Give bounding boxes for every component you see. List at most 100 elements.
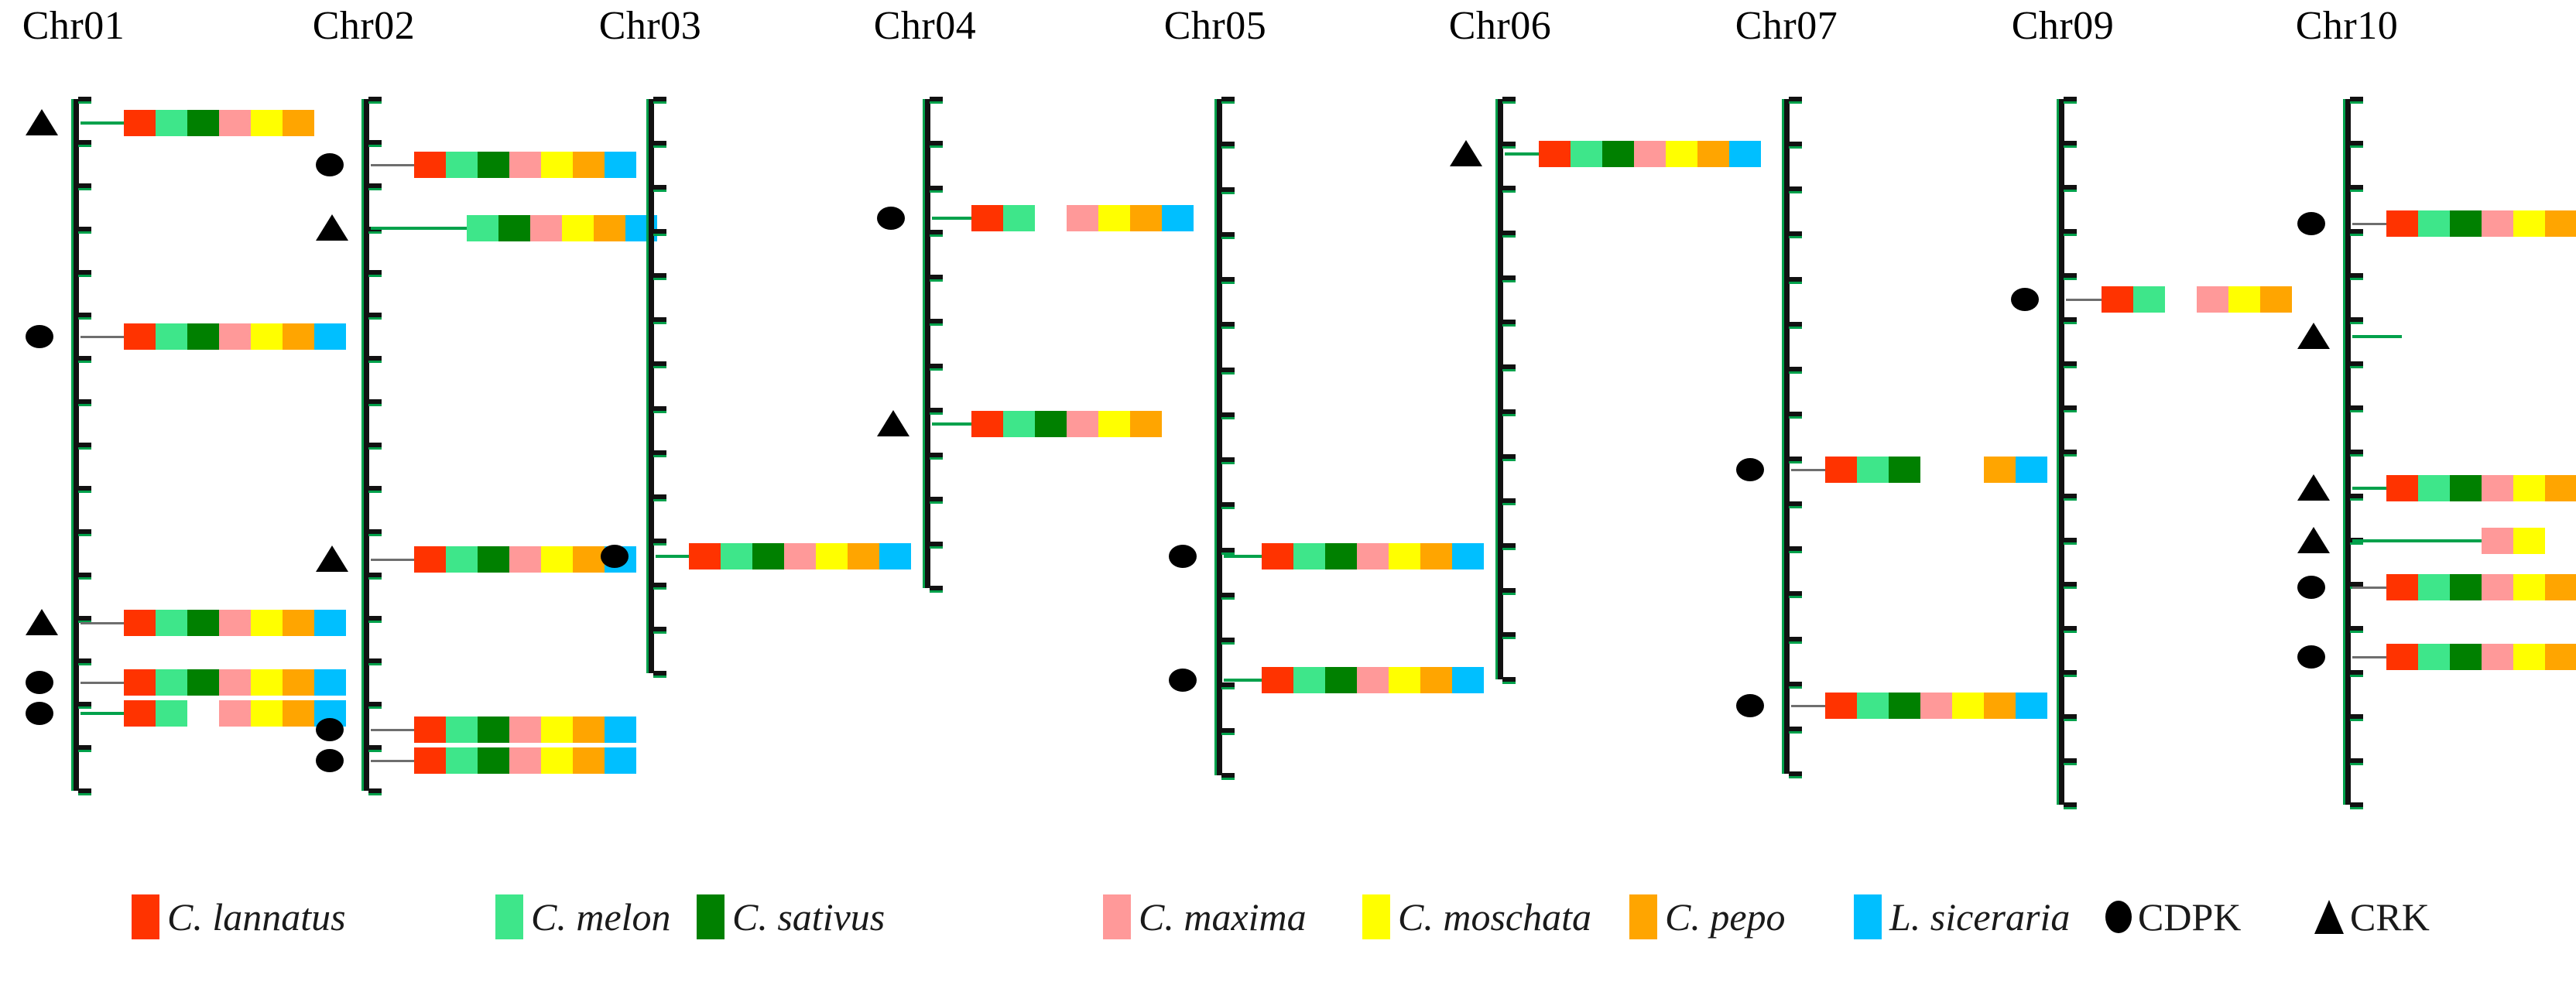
species-block-c-lannatus bbox=[2386, 210, 2418, 237]
species-block-c-lannatus bbox=[2386, 644, 2418, 670]
cdpk-marker-icon bbox=[26, 702, 53, 725]
axis-tick bbox=[2350, 361, 2363, 366]
species-block-c-moschata bbox=[541, 747, 573, 774]
axis-tick bbox=[2350, 405, 2363, 410]
species-block-c-sativus bbox=[187, 610, 219, 636]
species-block-c-melon bbox=[156, 669, 187, 696]
species-block-l-siceraria bbox=[314, 669, 346, 696]
chromosome-axis-chr06 bbox=[1498, 99, 1503, 679]
axis-tick bbox=[653, 539, 666, 543]
axis-tick bbox=[78, 658, 91, 663]
gene-leader-line bbox=[2352, 656, 2386, 658]
legend-item-c-pepo: C. pepo bbox=[1629, 890, 1786, 944]
axis-tick bbox=[1221, 142, 1235, 146]
species-block-c-pepo bbox=[1420, 667, 1452, 693]
axis-tick bbox=[1789, 412, 1802, 416]
axis-tick bbox=[2064, 670, 2077, 675]
axis-tick bbox=[1789, 277, 1802, 282]
species-block-c-pepo bbox=[1130, 205, 1162, 231]
species-block-c-sativus bbox=[1325, 667, 1357, 693]
species-block-c-melon bbox=[1293, 543, 1325, 569]
axis-tick bbox=[2064, 758, 2077, 763]
species-block-c-moschata bbox=[251, 669, 283, 696]
species-block-c-maxima bbox=[2482, 210, 2513, 237]
axis-tick bbox=[930, 97, 943, 101]
species-block-l-siceraria bbox=[2016, 693, 2047, 719]
legend-color-swatch bbox=[132, 894, 159, 939]
axis-tick bbox=[653, 97, 666, 101]
legend-item-cdpk: CDPK bbox=[2105, 890, 2241, 944]
cdpk-marker-icon bbox=[26, 671, 53, 694]
species-block-strip bbox=[124, 610, 346, 636]
axis-tick bbox=[1789, 591, 1802, 596]
species-block-c-melon bbox=[1003, 205, 1035, 231]
species-block-strip bbox=[124, 323, 346, 350]
axis-tick bbox=[2064, 714, 2077, 719]
species-block-c-melon bbox=[2133, 286, 2165, 313]
axis-tick bbox=[1221, 187, 1235, 192]
species-block-c-lannatus bbox=[971, 411, 1003, 437]
species-block-c-melon bbox=[156, 323, 187, 350]
cdpk-marker-icon bbox=[877, 207, 905, 230]
legend-color-swatch bbox=[1854, 894, 1882, 939]
cdpk-marker-icon bbox=[2297, 212, 2325, 235]
species-block-c-pepo bbox=[2545, 574, 2576, 600]
species-block-l-siceraria bbox=[1729, 141, 1761, 167]
axis-tick bbox=[2350, 670, 2363, 675]
legend-item-c-melon: C. melon bbox=[495, 890, 671, 944]
chromosome-title-chr04: Chr04 bbox=[873, 4, 977, 48]
species-block-c-pepo bbox=[1420, 543, 1452, 569]
axis-tick bbox=[2064, 494, 2077, 498]
species-block-c-pepo bbox=[1130, 411, 1162, 437]
species-block-c-melon bbox=[1571, 141, 1602, 167]
species-block-c-maxima bbox=[219, 610, 251, 636]
axis-tick bbox=[2350, 273, 2363, 278]
axis-tick bbox=[930, 230, 943, 234]
species-block-c-sativus bbox=[1602, 141, 1634, 167]
axis-tick bbox=[653, 185, 666, 190]
axis-tick bbox=[2064, 582, 2077, 587]
species-block-c-moschata bbox=[816, 543, 848, 569]
species-block-c-moschata bbox=[251, 323, 283, 350]
axis-tick bbox=[1789, 457, 1802, 461]
gene-leader-line bbox=[656, 555, 689, 558]
axis-tick bbox=[1221, 728, 1235, 733]
axis-tick bbox=[1502, 498, 1516, 503]
axis-tick bbox=[2350, 450, 2363, 454]
species-block-c-moschata bbox=[1098, 205, 1130, 231]
axis-tick bbox=[1789, 682, 1802, 686]
species-block-c-moschata bbox=[1666, 141, 1697, 167]
species-block-c-melon bbox=[1003, 411, 1035, 437]
chromosome-axis-chr02 bbox=[364, 99, 369, 791]
axis-tick bbox=[2350, 185, 2363, 190]
axis-tick bbox=[1502, 543, 1516, 548]
chromosome-title-chr05: Chr05 bbox=[1163, 4, 1267, 48]
chromosome-axis-chr01 bbox=[74, 99, 79, 791]
axis-tick bbox=[653, 450, 666, 455]
species-block-c-melon bbox=[1857, 693, 1889, 719]
species-block-strip bbox=[2386, 644, 2576, 670]
species-block-c-melon bbox=[156, 610, 187, 636]
axis-tick bbox=[1221, 682, 1235, 687]
axis-tick bbox=[1221, 502, 1235, 507]
species-block-c-moschata bbox=[2513, 528, 2545, 554]
gene-leader-line bbox=[932, 422, 971, 426]
gene-leader-line bbox=[80, 712, 124, 715]
species-block-strip bbox=[2386, 528, 2576, 554]
gene-leader-line bbox=[80, 121, 124, 125]
gene-leader-line bbox=[2066, 299, 2102, 301]
species-block-strip bbox=[2102, 286, 2324, 313]
axis-tick bbox=[78, 227, 91, 231]
species-block-c-pepo bbox=[2545, 475, 2576, 501]
cdpk-marker-icon bbox=[2105, 901, 2132, 933]
legend-label: CDPK bbox=[2138, 895, 2242, 939]
species-block-c-moschata bbox=[251, 610, 283, 636]
cdpk-marker-icon bbox=[601, 545, 629, 568]
species-block-c-lannatus bbox=[2102, 286, 2133, 313]
axis-tick bbox=[2350, 626, 2363, 631]
legend-color-swatch bbox=[1629, 894, 1657, 939]
axis-tick bbox=[1221, 277, 1235, 282]
species-block-c-maxima bbox=[2482, 644, 2513, 670]
axis-tick bbox=[368, 788, 382, 793]
